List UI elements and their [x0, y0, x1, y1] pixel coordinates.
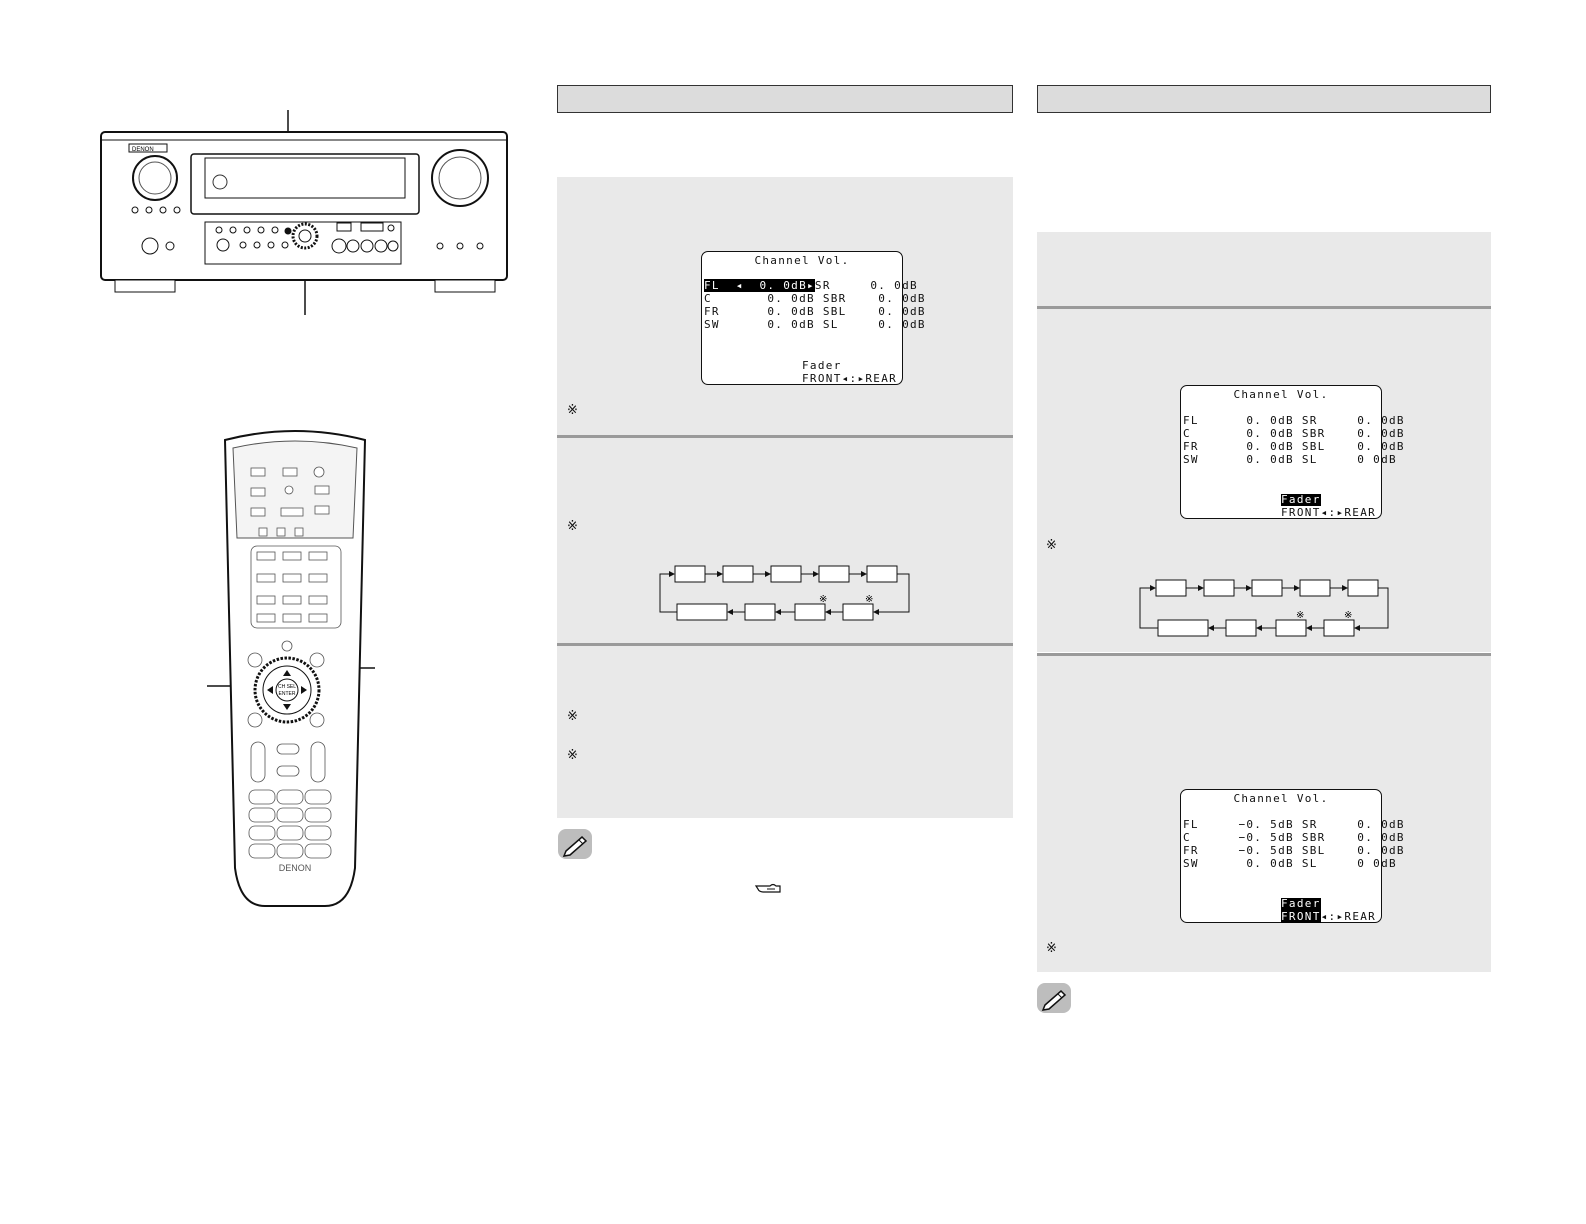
- step-panel-3: [557, 646, 1013, 818]
- receiver-illustration: DENON: [100, 110, 508, 315]
- note-mark: ※: [567, 403, 578, 418]
- remote-logo: DENON: [279, 863, 312, 873]
- lcd-row: FR 0. 0dB SBL 0. 0dB: [1183, 440, 1405, 453]
- lcd-row: FL 0. 0dB SR 0. 0dB: [1183, 414, 1405, 427]
- pencil-note-icon: [558, 829, 592, 859]
- lcd-screen-3: Channel Vol. FL −0. 5dB SR 0. 0dB C −0. …: [1180, 789, 1404, 923]
- step-panel-2: [557, 438, 1013, 643]
- note-mark: ※: [567, 519, 578, 534]
- lcd-screen-2: Channel Vol. FL 0. 0dB SR 0. 0dB C 0. 0d…: [1180, 385, 1404, 519]
- lcd-fader-line: FRONT◂:▸REAR: [802, 372, 898, 385]
- channel-cycle-diagram-left: ※ ※: [659, 565, 910, 621]
- lcd-fader-selected: Fader: [1281, 493, 1321, 506]
- remote-illustration: CH SEL ENTER DENON: [207, 430, 375, 907]
- lcd-row-selected: FL ◂ 0. 0dB▸SR 0. 0dB: [704, 279, 918, 292]
- divider: [1037, 653, 1491, 656]
- cycle-note-mark: ※: [819, 594, 827, 605]
- lcd-row: C 0. 0dB SBR 0. 0dB: [1183, 427, 1405, 440]
- cycle-note-mark: ※: [1344, 610, 1352, 621]
- svg-text:CH SEL: CH SEL: [278, 684, 296, 690]
- step-panel-r1: [1037, 232, 1491, 306]
- lcd-row: C 0. 0dB SBR 0. 0dB: [704, 292, 926, 305]
- lcd-title: Channel Vol.: [1233, 792, 1329, 805]
- note-mark: ※: [567, 748, 578, 763]
- pointing-hand-icon: [754, 883, 781, 893]
- lcd-row: SW 0. 0dB SL 0 0dB: [1183, 857, 1397, 870]
- lcd-fader: Fader: [802, 359, 842, 372]
- lcd-row: FR −0. 5dB SBL 0. 0dB: [1183, 844, 1405, 857]
- lcd-row: SW 0. 0dB SL 0. 0dB: [704, 318, 926, 331]
- divider: [557, 435, 1013, 438]
- lcd-title: Channel Vol.: [754, 254, 850, 267]
- cycle-note-mark: ※: [1296, 610, 1304, 621]
- cycle-note-mark: ※: [865, 594, 873, 605]
- note-mark: ※: [1046, 538, 1057, 553]
- lcd-row: FR 0. 0dB SBL 0. 0dB: [704, 305, 926, 318]
- section-header-right: [1037, 85, 1491, 113]
- lcd-screen-1: Channel Vol. FL ◂ 0. 0dB▸SR 0. 0dB C 0. …: [701, 251, 925, 385]
- channel-cycle-diagram-right: ※ ※: [1139, 579, 1389, 637]
- section-header-left: [557, 85, 1013, 113]
- lcd-fader-selected: Fader: [1281, 897, 1321, 910]
- lcd-title: Channel Vol.: [1233, 388, 1329, 401]
- svg-text:ENTER: ENTER: [279, 691, 296, 697]
- receiver-logo: DENON: [132, 147, 154, 153]
- lcd-row: SW 0. 0dB SL 0 0dB: [1183, 453, 1397, 466]
- note-mark: ※: [567, 709, 578, 724]
- lcd-row: FL −0. 5dB SR 0. 0dB: [1183, 818, 1405, 831]
- divider: [1037, 306, 1491, 309]
- note-mark: ※: [1046, 941, 1057, 956]
- lcd-row: C −0. 5dB SBR 0. 0dB: [1183, 831, 1405, 844]
- pencil-note-icon: [1037, 983, 1071, 1013]
- lcd-fader-line: FRONT◂:▸REAR: [1281, 910, 1377, 923]
- divider: [557, 643, 1013, 646]
- lcd-fader-line: FRONT◂:▸REAR: [1281, 506, 1377, 519]
